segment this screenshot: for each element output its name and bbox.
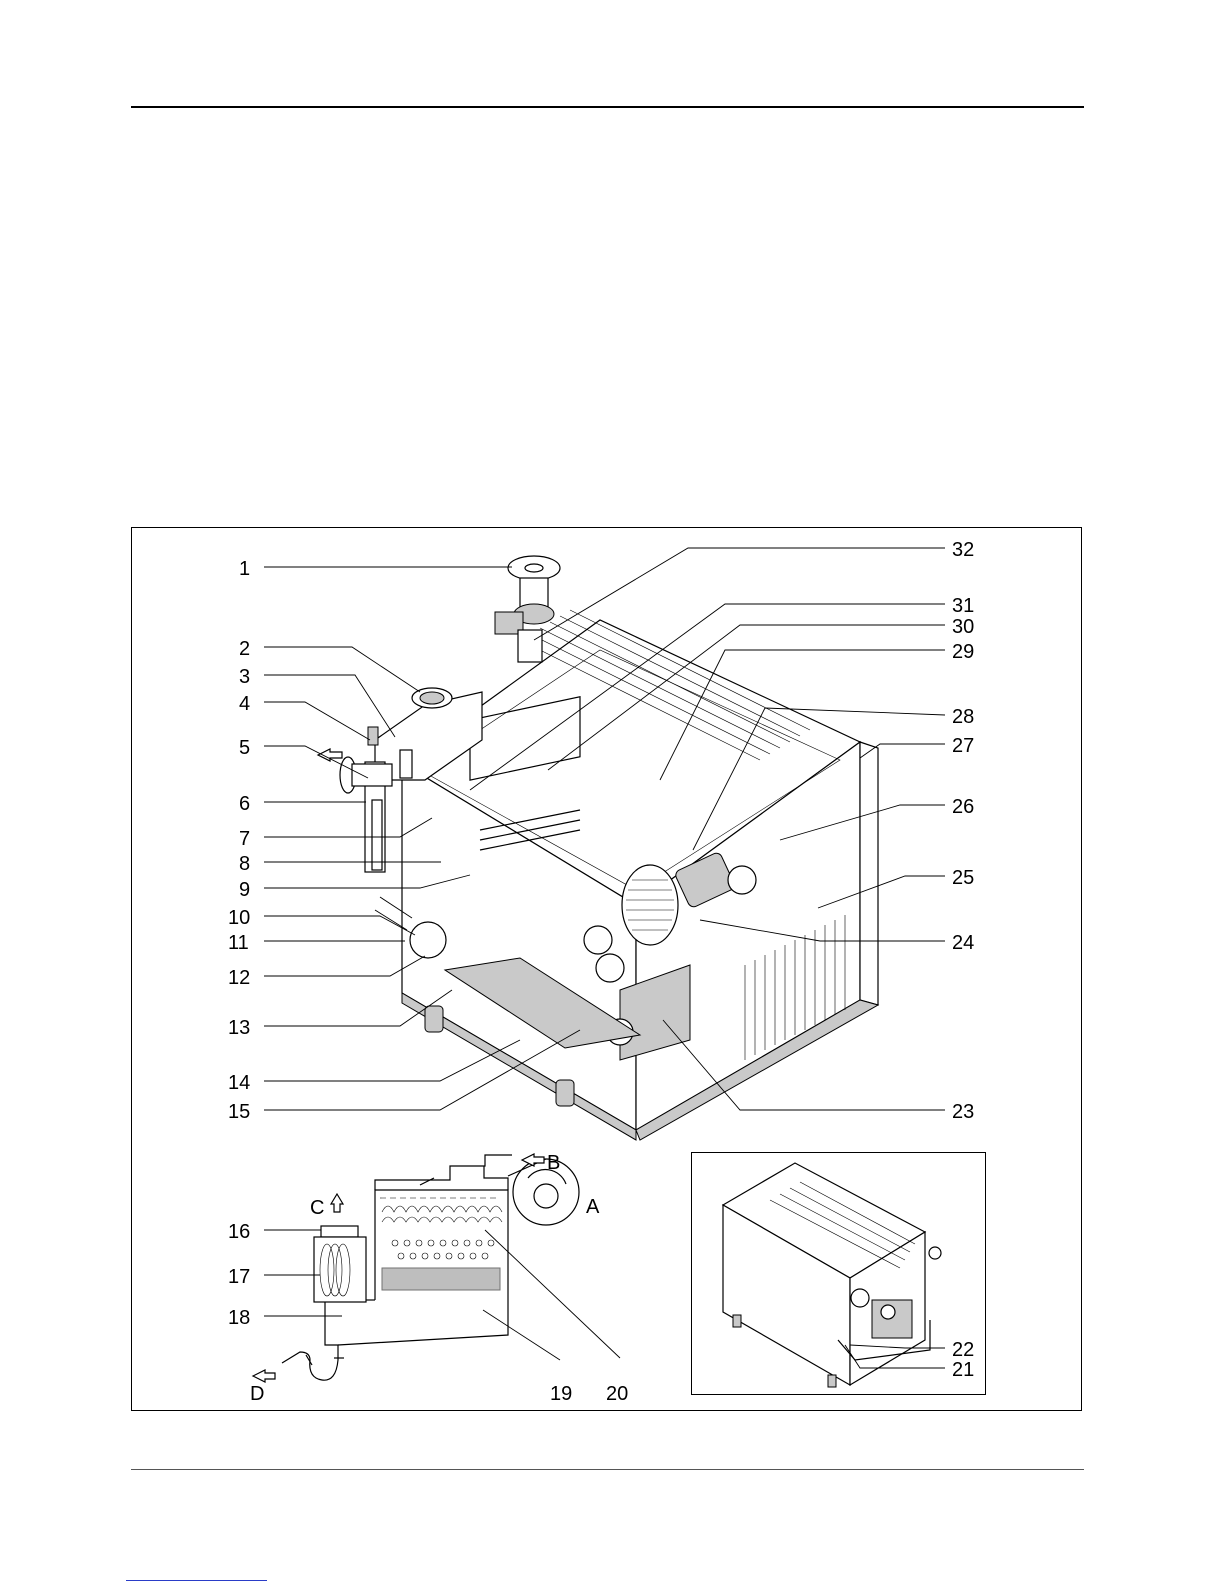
callout-3: 3 (239, 666, 250, 688)
callout-8: 8 (239, 853, 250, 875)
callout-25: 25 (952, 867, 974, 889)
flow-label-b: B (547, 1152, 560, 1174)
flow-label-c: C (310, 1197, 324, 1219)
callout-31: 31 (952, 595, 974, 617)
callout-20: 20 (606, 1383, 628, 1405)
arrow-up-icon (331, 1194, 343, 1212)
callout-16: 16 (228, 1221, 250, 1243)
callout-15: 15 (228, 1101, 250, 1123)
callout-10: 10 (228, 907, 250, 929)
callout-9: 9 (239, 879, 250, 901)
flow-label-a: A (586, 1196, 600, 1218)
callout-2: 2 (239, 638, 250, 660)
callout-24: 24 (952, 932, 974, 954)
callout-17: 17 (228, 1266, 250, 1288)
boiler-casing (402, 610, 878, 1140)
callout-12: 12 (228, 967, 250, 989)
rear-view-inset (723, 1163, 941, 1387)
callout-29: 29 (952, 641, 974, 663)
flow-schematic (253, 1154, 579, 1382)
callout-6: 6 (239, 793, 250, 815)
flow-label-d: D (250, 1383, 264, 1405)
callout-11: 11 (228, 932, 249, 954)
callout-13: 13 (228, 1017, 250, 1039)
callout-32: 32 (952, 539, 974, 561)
callout-18: 18 (228, 1307, 250, 1329)
callout-26: 26 (952, 796, 974, 818)
callout-7: 7 (239, 828, 250, 850)
callout-22: 22 (952, 1339, 974, 1361)
callout-1: 1 (239, 558, 250, 580)
arrow-left-icon (253, 1370, 275, 1382)
callout-5: 5 (239, 737, 250, 759)
callout-21: 21 (952, 1359, 974, 1381)
flue-outlet (495, 556, 560, 662)
callout-19: 19 (550, 1383, 572, 1405)
callout-30: 30 (952, 616, 974, 638)
callout-4: 4 (239, 693, 250, 715)
callout-14: 14 (228, 1072, 250, 1094)
callout-27: 27 (952, 735, 974, 757)
callout-23: 23 (952, 1101, 974, 1123)
callout-28: 28 (952, 706, 974, 728)
